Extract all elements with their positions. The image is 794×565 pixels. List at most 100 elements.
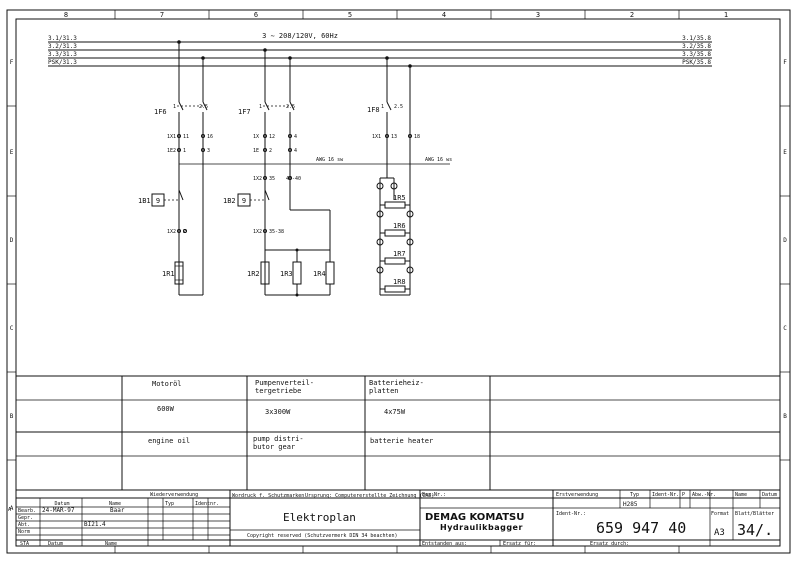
bus-label-left: PSK/31.3 <box>48 59 77 66</box>
row-letter-left: F <box>10 59 14 66</box>
bus-label-right: 3.3/35.8 <box>682 51 711 58</box>
tb-name: Baar <box>110 507 125 514</box>
thermostat-symbol: 9 <box>156 197 160 205</box>
awg-label: AWG 16 sw <box>316 157 344 163</box>
tb-typ-label: Typ <box>630 492 639 498</box>
row-letter-left: D <box>10 237 14 244</box>
tb-ersatz-durch: Ersatz durch: <box>590 541 629 547</box>
table-header: Batterieheiz-platten <box>369 379 424 395</box>
col-number-top: 5 <box>348 11 352 19</box>
tb-change-sub: Typ <box>165 501 174 507</box>
terminal-label: 4 <box>294 148 297 154</box>
supply-bus <box>48 41 712 67</box>
frame-code: A <box>8 507 11 513</box>
terminal-label: 1X2 <box>167 229 176 235</box>
col-number-top: 6 <box>254 11 258 19</box>
tb-stamp: Ursprung: Computererstellte Zeichnung (C… <box>305 493 434 499</box>
breaker-contact: 2.5 <box>199 104 208 110</box>
table-header: Motoröl <box>152 380 182 388</box>
tb-row-label: Bearb. <box>18 508 36 514</box>
breaker-contact: 2.5 <box>394 104 403 110</box>
tb-typ: H285 <box>623 501 638 508</box>
terminal-label: 1X1 <box>167 134 176 140</box>
terminal-label: 40-40 <box>286 176 301 182</box>
breaker-1F7-drawing <box>260 50 335 297</box>
tb-identnr-label: Ident-Nr. <box>652 492 679 498</box>
col-number-top: 1 <box>724 11 728 19</box>
table-english: pump distri-butor gear <box>253 435 304 451</box>
breaker-label: 1F7 <box>238 108 251 116</box>
tb-ersatz-fuer: Ersatz für: <box>503 541 536 547</box>
drawing-title: Elektroplan <box>283 511 356 524</box>
tb-col-header: Datum <box>54 501 69 507</box>
breaker-label: 1F6 <box>154 108 167 116</box>
row-grid <box>7 105 790 461</box>
tb-format: A3 <box>714 528 725 538</box>
resistor-label: 1R4 <box>313 270 326 278</box>
breaker-contact: 1 <box>173 104 176 110</box>
brand-logo: DEMAG KOMATSU <box>425 512 524 523</box>
tb-row-label: Norm <box>18 529 30 535</box>
bus-label-right: PSK/35.8 <box>682 59 711 66</box>
row-letter-right: D <box>783 237 787 244</box>
resistor-label: 1R6 <box>393 222 406 230</box>
terminal-label: 16 <box>207 134 213 140</box>
col-number-top: 7 <box>160 11 164 19</box>
tb-copyright: Copyright reserved (Schutzvermerk DIN 34… <box>247 533 398 539</box>
tb-change-header: Wiederverwendung <box>150 492 198 498</box>
awg-label: AWG 16 ws <box>425 157 452 163</box>
terminal-label: 1X2 <box>253 176 262 182</box>
load-table-grid <box>16 375 780 491</box>
resistor-label: 1R2 <box>247 270 260 278</box>
terminal-label: 1E <box>253 148 259 154</box>
tb-col-header: Name <box>109 501 121 507</box>
table-english: engine oil <box>148 437 190 445</box>
terminal-label: 2 <box>183 229 186 235</box>
breaker-contact: 1 <box>381 104 384 110</box>
row-letter-right: B <box>783 413 787 420</box>
terminal-label: 1X1 <box>372 134 381 140</box>
tb-stamp-pre: Wordruck f. Schutzmarken <box>232 493 304 499</box>
tb-blatt: 34/. <box>737 521 773 539</box>
tb-row-label: Abt. <box>18 522 30 528</box>
row-letter-left: E <box>10 149 14 156</box>
terminal-label: 1X <box>253 134 259 140</box>
title-block-grid <box>16 490 780 546</box>
terminal-label: 3 <box>207 148 210 154</box>
table-header: Pumpenverteil-tergetriebe <box>255 379 314 395</box>
terminal-label: 12 <box>269 134 275 140</box>
terminal-label: 2 <box>269 148 272 154</box>
tb-erstverwendung: Erstverwendung <box>556 492 598 498</box>
tb-ident: 659 947 40 <box>596 519 686 537</box>
terminal-label: 4 <box>294 134 297 140</box>
table-value: 4x75W <box>384 408 406 416</box>
tb-format-label: Format <box>711 511 729 517</box>
col-number-top: 4 <box>442 11 446 19</box>
col-number-top: 3 <box>536 11 540 19</box>
tb-row-label: Gepr. <box>18 515 33 521</box>
bus-label-left: 3.3/31.3 <box>48 51 77 58</box>
tb-ident-label: Ident-Nr.: <box>556 511 586 517</box>
terminal-label: 1 <box>183 148 186 154</box>
breaker-contact: 1 <box>259 104 262 110</box>
terminal-label: 18 <box>414 134 420 140</box>
supply-title: 3 ∼ 208/120V, 60Hz <box>262 32 338 40</box>
terminal-label: 1X2 <box>253 229 262 235</box>
row-letter-right: F <box>783 59 787 66</box>
tb-change-sub: Identnr. <box>195 501 219 507</box>
tb-blatt-label: Blatt/Blätter <box>735 511 774 517</box>
tb-entstanden: Entstanden aus: <box>422 541 467 547</box>
table-value: 3x300W <box>265 408 291 416</box>
terminal-label: 1E2 <box>167 148 176 154</box>
thermostat-label: 1B2 <box>223 197 236 205</box>
bus-label-left: 3.1/31.3 <box>48 35 77 42</box>
inner-frame <box>15 18 781 547</box>
resistor-label: 1R5 <box>393 194 406 202</box>
thermostat-label: 1B1 <box>138 197 151 205</box>
resistor-label: 1R8 <box>393 278 406 286</box>
tb-bottom-name: Name <box>105 541 117 547</box>
row-letter-right: E <box>783 149 787 156</box>
tb-abw-label: Abw.-Nr. <box>692 492 716 498</box>
